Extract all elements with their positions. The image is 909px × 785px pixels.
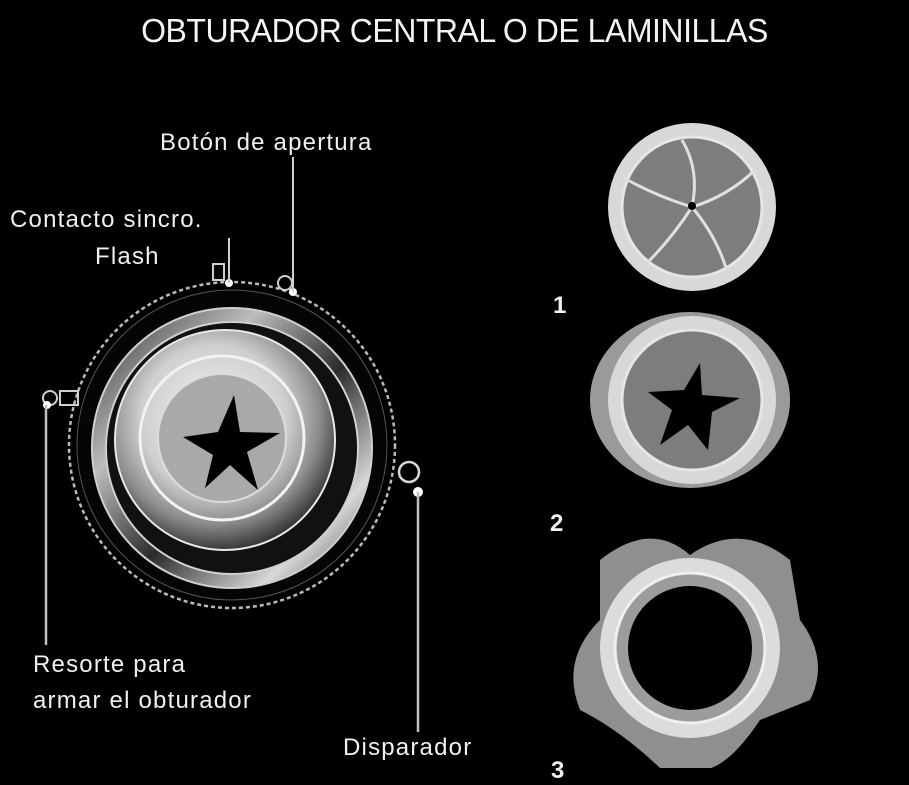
trigger-knob-icon bbox=[397, 460, 421, 484]
diagram-title: OBTURADOR CENTRAL O DE LAMINILLAS bbox=[141, 12, 768, 49]
stage-3-open-shutter bbox=[573, 538, 819, 768]
shutter-body bbox=[42, 157, 423, 732]
label-trigger: Disparador bbox=[343, 734, 473, 761]
label-flash-contact-line1: Contacto sincro. bbox=[10, 206, 203, 233]
stage-number-2: 2 bbox=[550, 510, 564, 537]
label-flash-contact-line2: Flash bbox=[95, 243, 160, 270]
stage-2-partial-shutter bbox=[590, 312, 790, 488]
serrated-outer-ring bbox=[67, 280, 397, 610]
aperture-star-icon bbox=[183, 395, 280, 490]
stage-number-3: 3 bbox=[551, 757, 565, 784]
flash-contact-icon bbox=[212, 263, 225, 281]
label-spring-line1: Resorte para bbox=[33, 651, 187, 678]
label-opening-button: Botón de apertura bbox=[160, 129, 373, 156]
stage-1-closed-shutter bbox=[608, 123, 776, 291]
label-spring-line2: armar el obturador bbox=[33, 687, 253, 714]
stage-number-1: 1 bbox=[553, 292, 567, 319]
opening-button-icon bbox=[277, 275, 293, 291]
shutter-diagram bbox=[42, 123, 819, 768]
